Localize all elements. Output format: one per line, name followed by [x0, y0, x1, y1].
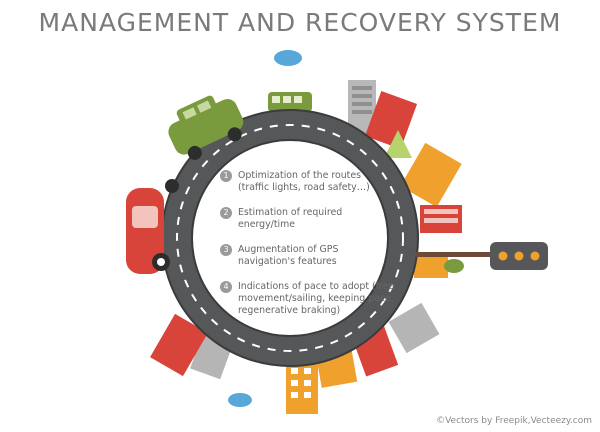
green-car [168, 95, 244, 160]
item-text: Estimation of required energy/time [238, 207, 343, 230]
list-item: 4 Indications of pace to adopt (free mov… [220, 281, 395, 317]
list-item: 1 Optimization of the routes (traffic li… [220, 170, 395, 194]
item-number: 1 [220, 170, 232, 182]
red-car [126, 179, 179, 274]
page-title: MANAGEMENT AND RECOVERY SYSTEM [38, 8, 562, 37]
item-number: 2 [220, 207, 232, 219]
item-text: Optimization of the routes (traffic ligh… [238, 170, 370, 193]
list-item: 3 Augmentation of GPS navigation's featu… [220, 244, 395, 268]
traffic-light [416, 242, 548, 273]
list-item: 2 Estimation of required energy/time [220, 207, 395, 231]
credit-text: ©Vectors by Freepik,Vecteezy.com [436, 416, 592, 426]
feature-list: 1 Optimization of the routes (traffic li… [220, 170, 395, 330]
item-text: Indications of pace to adopt (free movem… [238, 281, 395, 316]
item-text: Augmentation of GPS navigation's feature… [238, 244, 339, 267]
item-number: 4 [220, 281, 232, 293]
item-number: 3 [220, 244, 232, 256]
